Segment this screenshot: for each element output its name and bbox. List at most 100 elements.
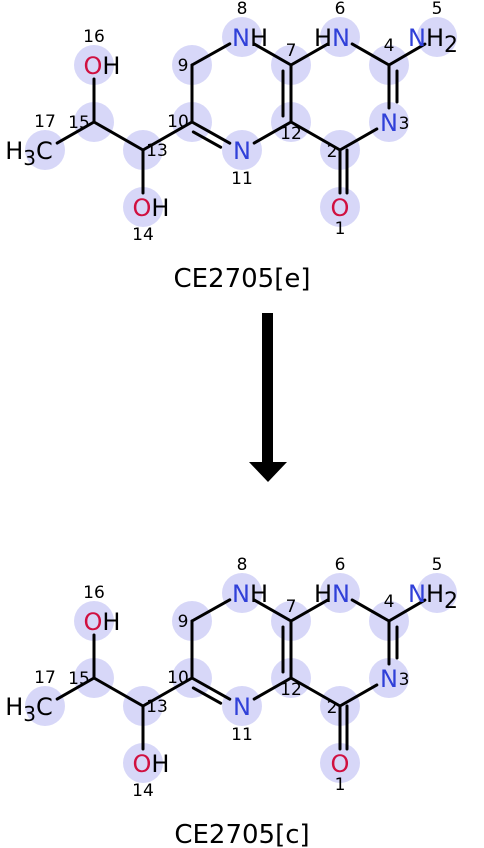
atom-highlight <box>320 17 360 57</box>
atom-number-label: 3 <box>399 670 410 690</box>
atom-highlight <box>74 45 114 85</box>
atom-number-label: 16 <box>83 583 105 603</box>
bond-line <box>289 676 342 708</box>
atom-number-label: 14 <box>132 225 154 245</box>
atom-element-label: NH2 <box>408 24 458 58</box>
atom-number-label: 9 <box>178 612 189 632</box>
bond-line <box>190 598 232 623</box>
atom-number-label: 12 <box>280 124 302 144</box>
atom-number-label: 4 <box>384 36 395 56</box>
bond-line <box>190 42 232 67</box>
atom-highlight <box>222 130 262 170</box>
bond-line <box>350 42 391 67</box>
atom-number-label: 12 <box>280 680 302 700</box>
atom-number-label: 14 <box>132 781 154 801</box>
atom-number-label: 5 <box>432 0 443 19</box>
atom-highlight <box>320 573 360 613</box>
atom-number-label: 6 <box>335 555 346 575</box>
bond-line <box>252 120 293 145</box>
atom-highlight <box>25 686 65 726</box>
bond-line <box>92 676 145 708</box>
atom-highlight <box>369 102 409 142</box>
atom-number-label: 15 <box>68 669 90 689</box>
atom-element-label: N <box>233 137 251 165</box>
bond-line <box>92 120 145 152</box>
bond-line <box>55 676 96 701</box>
atom-highlight <box>320 187 360 227</box>
atom-number-label: 8 <box>237 0 248 19</box>
reaction-arrow <box>249 313 287 482</box>
atom-number-label: 17 <box>34 112 56 132</box>
atom-highlight <box>222 573 262 613</box>
atom-number-label: 9 <box>178 56 189 76</box>
atom-element-label: OH <box>133 194 170 222</box>
atom-highlight <box>123 743 163 783</box>
bond-line <box>190 120 232 145</box>
atom-element-label: H3C <box>5 137 53 170</box>
bond-line <box>141 120 194 152</box>
atom-highlight <box>123 187 163 227</box>
atom-element-label: OH <box>133 750 170 778</box>
arrow-shaft <box>262 313 273 465</box>
atom-element-label: N <box>233 693 251 721</box>
bond-line <box>190 676 232 701</box>
bond-line <box>387 598 427 623</box>
bond-line <box>252 598 293 623</box>
arrow-down-icon <box>249 462 287 482</box>
molecule-caption: CE2705[e] <box>173 264 310 294</box>
atom-highlight <box>222 17 262 57</box>
molecule-ce2705-e: ONNH2HNNHNOHOHH3C12345678910111213141516… <box>5 0 458 294</box>
bond-line <box>252 676 293 701</box>
atom-number-label: 13 <box>146 141 168 161</box>
bond-line <box>289 120 342 152</box>
atom-number-label: 6 <box>335 0 346 19</box>
atom-number-label: 2 <box>327 698 338 718</box>
atom-number-label: 11 <box>231 725 253 745</box>
atom-number-label: 16 <box>83 27 105 47</box>
atom-element-label: H3C <box>5 693 53 726</box>
atom-element-label: OH <box>84 608 121 636</box>
atom-highlight <box>320 743 360 783</box>
atom-number-label: 7 <box>286 597 297 617</box>
atom-element-label: HN <box>314 24 350 52</box>
atom-element-label: N <box>380 665 398 693</box>
atom-number-label: 10 <box>167 668 189 688</box>
bond-line <box>338 127 379 152</box>
atom-number-label: 5 <box>432 555 443 575</box>
double-bond-line <box>191 686 223 705</box>
bond-line <box>289 42 330 67</box>
atom-element-label: O <box>331 750 350 778</box>
bond-line <box>252 42 293 67</box>
atom-number-label: 8 <box>237 555 248 575</box>
atom-highlight <box>417 17 457 57</box>
atom-element-label: OH <box>84 52 121 80</box>
double-bond-line <box>191 130 223 149</box>
atom-highlight <box>25 130 65 170</box>
atom-element-label: NH <box>232 24 268 52</box>
atom-highlight <box>74 601 114 641</box>
atom-highlight <box>369 658 409 698</box>
atom-element-label: O <box>331 194 350 222</box>
bond-line <box>55 120 96 145</box>
bond-line <box>289 598 330 623</box>
molecule-ce2705-c: ONNH2HNNHNOHOHH3C12345678910111213141516… <box>5 555 458 848</box>
atom-number-label: 7 <box>286 41 297 61</box>
atom-number-label: 15 <box>68 113 90 133</box>
atom-number-label: 1 <box>335 219 346 239</box>
bond-line <box>387 42 427 67</box>
atom-number-label: 17 <box>34 668 56 688</box>
atom-element-label: HN <box>314 580 350 608</box>
atom-number-label: 1 <box>335 775 346 795</box>
atom-number-label: 3 <box>399 114 410 134</box>
atom-highlight <box>222 686 262 726</box>
atom-number-label: 4 <box>384 592 395 612</box>
atom-number-label: 13 <box>146 697 168 717</box>
atom-number-label: 2 <box>327 142 338 162</box>
bond-line <box>141 676 194 708</box>
bond-line <box>350 598 391 623</box>
atom-number-label: 10 <box>167 112 189 132</box>
atom-element-label: NH2 <box>408 580 458 614</box>
atom-number-label: 11 <box>231 169 253 189</box>
bond-line <box>338 683 379 708</box>
